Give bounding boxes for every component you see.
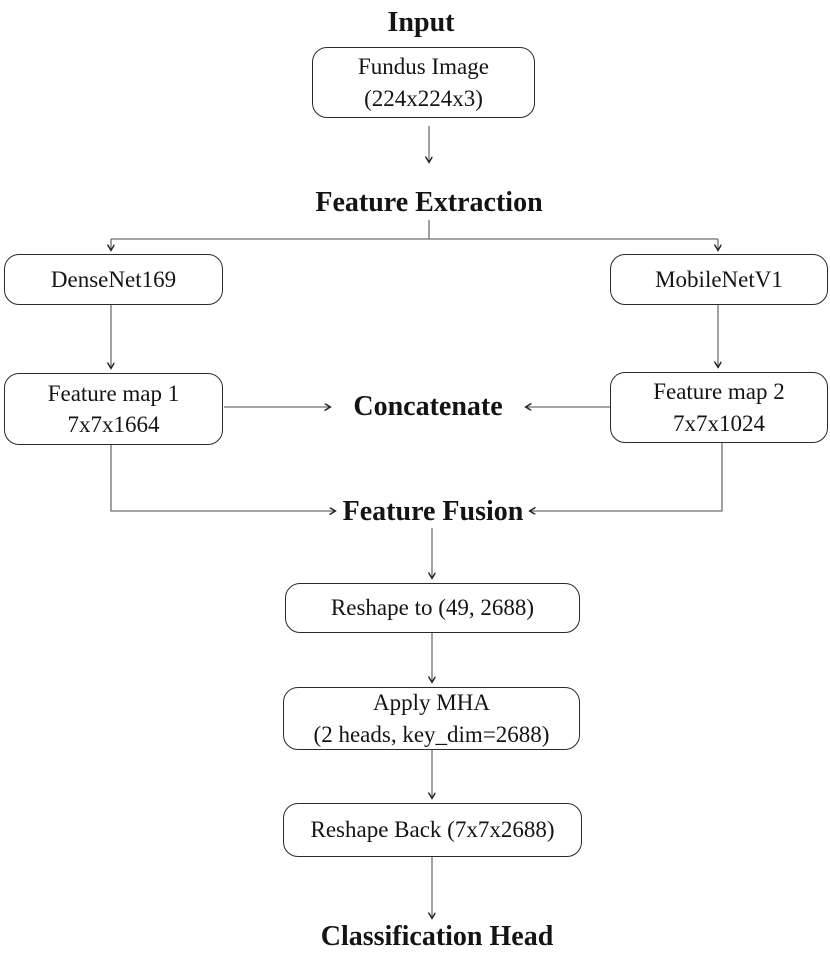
heading-feature-fusion: Feature Fusion [342, 496, 524, 527]
node-feature-map-1-line2: 7x7x1664 [67, 412, 160, 437]
node-reshape-to-label: Reshape to (49, 2688) [330, 595, 535, 621]
node-reshape-back-label: Reshape Back (7x7x2688) [310, 817, 555, 843]
heading-input: Input [387, 7, 455, 38]
node-densenet169: DenseNet169 [4, 254, 223, 305]
heading-concatenate: Concatenate [353, 391, 503, 422]
node-feature-map-1-line1: Feature map 1 [47, 380, 180, 406]
arrow-featuremap1-to-fusion [110, 445, 335, 511]
node-reshape-to: Reshape to (49, 2688) [285, 583, 580, 633]
node-reshape-back: Reshape Back (7x7x2688) [283, 803, 582, 857]
node-feature-map-2-line1: Feature map 2 [653, 379, 785, 405]
node-feature-map-2: Feature map 2 7x7x1024 [610, 372, 828, 443]
branch-feature-extraction [111, 220, 718, 240]
arrow-featuremap2-to-fusion [530, 443, 723, 511]
node-apply-mha-line1: Apply MHA [373, 690, 490, 716]
node-fundus-image: Fundus Image (224x224x3) [312, 47, 535, 118]
heading-classification-head: Classification Head [320, 921, 554, 952]
node-feature-map-1: Feature map 1 7x7x1664 [4, 373, 223, 445]
heading-feature-extraction: Feature Extraction [315, 187, 543, 218]
node-feature-map-2-line2: 7x7x1024 [673, 410, 765, 436]
node-fundus-image-line2: (224x224x3) [364, 85, 483, 111]
node-apply-mha: Apply MHA (2 heads, key_dim=2688) [283, 687, 580, 750]
node-mobilenetv1-label: MobileNetV1 [655, 266, 783, 292]
node-mobilenetv1: MobileNetV1 [610, 254, 828, 305]
node-fundus-image-line1: Fundus Image [358, 54, 489, 80]
node-densenet169-label: DenseNet169 [50, 266, 177, 292]
node-apply-mha-line2: (2 heads, key_dim=2688) [313, 721, 550, 747]
